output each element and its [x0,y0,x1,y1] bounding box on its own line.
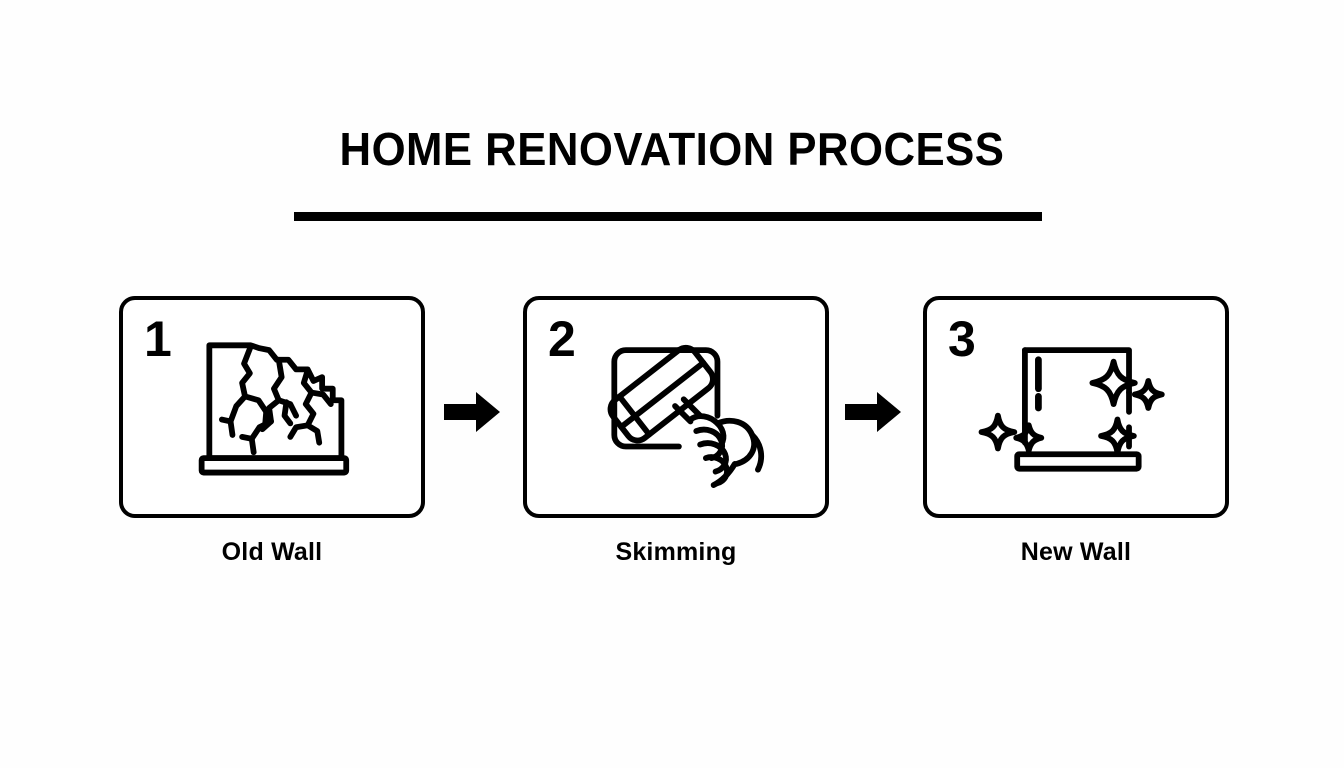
page-title: HOME RENOVATION PROCESS [339,123,1005,175]
process-step-1[interactable]: 1 [119,296,425,567]
step-number-3: 3 [948,311,976,367]
hand-with-trowel-icon [527,300,825,514]
title-divider-rule [294,212,1042,221]
clean-wall-sparkle-icon [927,300,1225,514]
step-card-1[interactable]: 1 [119,296,425,518]
step-card-3[interactable]: 3 [923,296,1229,518]
step-caption-3: New Wall [1020,538,1132,566]
step-caption-2: Skimming [615,538,737,566]
arrow-right-icon-1 [444,390,500,434]
step-number-1: 1 [144,311,172,367]
process-steps-row: 1 [0,296,1344,596]
process-step-2[interactable]: 2 [523,296,829,567]
arrow-right-icon-2 [845,390,901,434]
step-caption-1: Old Wall [221,538,323,566]
step-number-2: 2 [548,311,576,367]
cracked-wall-icon [123,300,421,514]
process-step-3[interactable]: 3 [923,296,1229,567]
title-block: HOME RENOVATION PROCESS [0,124,1344,175]
step-card-2[interactable]: 2 [523,296,829,518]
